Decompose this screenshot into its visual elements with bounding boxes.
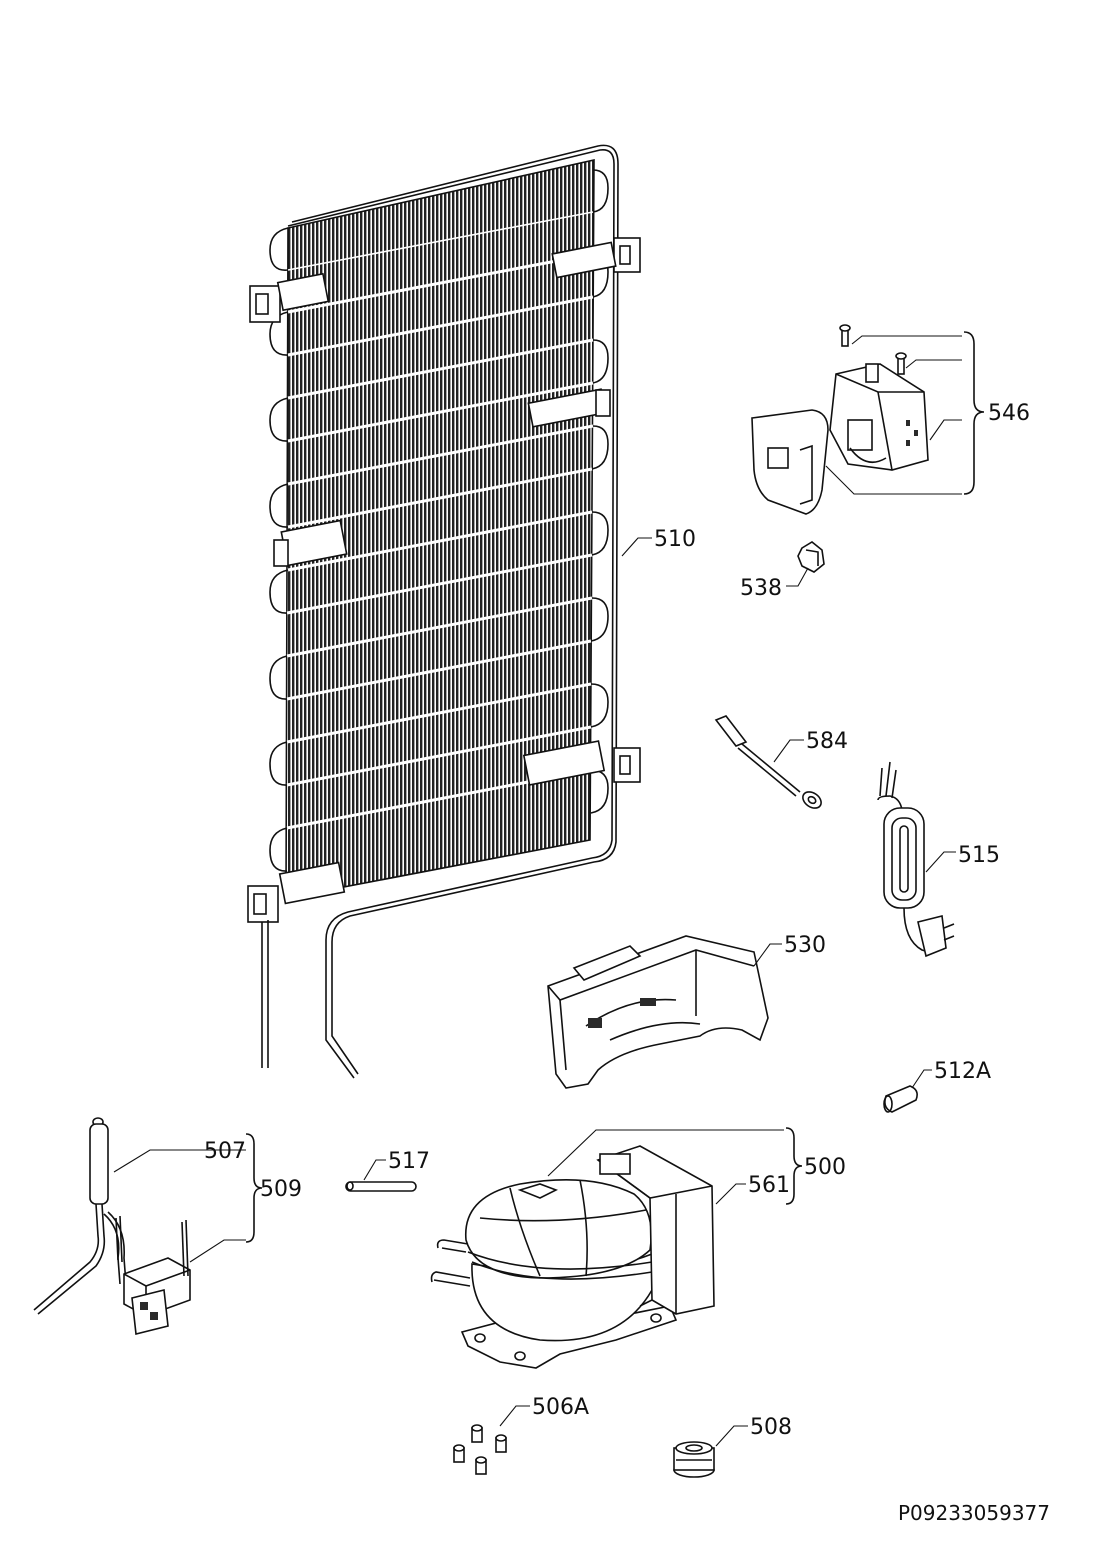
- condenser: [247, 144, 641, 1079]
- heater-cable: [877, 761, 955, 958]
- compressor: [430, 1178, 678, 1369]
- leader-546c: [929, 419, 962, 441]
- connector-tube: [345, 1181, 417, 1192]
- label-561: 561: [748, 1173, 790, 1198]
- label-530: 530: [784, 933, 826, 958]
- leader-517: [363, 1159, 386, 1181]
- leader-546d: [825, 465, 962, 495]
- leader-512a: [911, 1069, 932, 1089]
- label-538: 538: [740, 576, 782, 601]
- label-584: 584: [806, 729, 848, 754]
- leader-507: [113, 1149, 246, 1173]
- leader-584: [773, 739, 804, 763]
- grommet: [673, 1441, 715, 1478]
- screw: [839, 324, 851, 347]
- brace-509: [245, 1133, 263, 1243]
- leader-546a: [851, 335, 962, 345]
- temperature-sensor: [714, 715, 822, 809]
- label-509: 509: [260, 1177, 302, 1202]
- leader-530: [753, 943, 782, 967]
- brace-546: [963, 331, 985, 495]
- leader-506a: [499, 1405, 530, 1427]
- condenser-mount-clips: [247, 237, 641, 923]
- label-510: 510: [654, 527, 696, 552]
- label-517: 517: [388, 1149, 430, 1174]
- brace-500: [785, 1127, 803, 1205]
- leader-508: [715, 1425, 748, 1447]
- rubber-feet: [453, 1424, 507, 1475]
- knob: [797, 541, 825, 573]
- label-512a: 512A: [934, 1059, 991, 1084]
- solenoid-valve: [115, 1215, 191, 1335]
- label-500: 500: [804, 1155, 846, 1180]
- label-508: 508: [750, 1415, 792, 1440]
- drawing-reference: P09233059377: [898, 1501, 1050, 1525]
- relay-cover: [596, 1145, 715, 1315]
- label-507: 507: [204, 1139, 246, 1164]
- leader-510: [621, 537, 652, 557]
- condenser-right-bends: [590, 169, 609, 814]
- leader-561: [715, 1183, 746, 1205]
- sleeve: [883, 1085, 918, 1113]
- label-506a: 506A: [532, 1395, 589, 1420]
- leader-500a: [547, 1129, 784, 1177]
- label-515: 515: [958, 843, 1000, 868]
- leader-546b: [905, 359, 962, 369]
- screw: [895, 352, 907, 375]
- condenser-left-bends: [269, 227, 289, 872]
- thermostat-assembly: [751, 324, 929, 515]
- leader-509b: [189, 1239, 246, 1263]
- leader-515: [925, 851, 956, 873]
- leader-538: [786, 567, 809, 587]
- label-546: 546: [988, 401, 1030, 426]
- evaporation-tray: [547, 935, 769, 1089]
- filter-dryer: [33, 1117, 127, 1315]
